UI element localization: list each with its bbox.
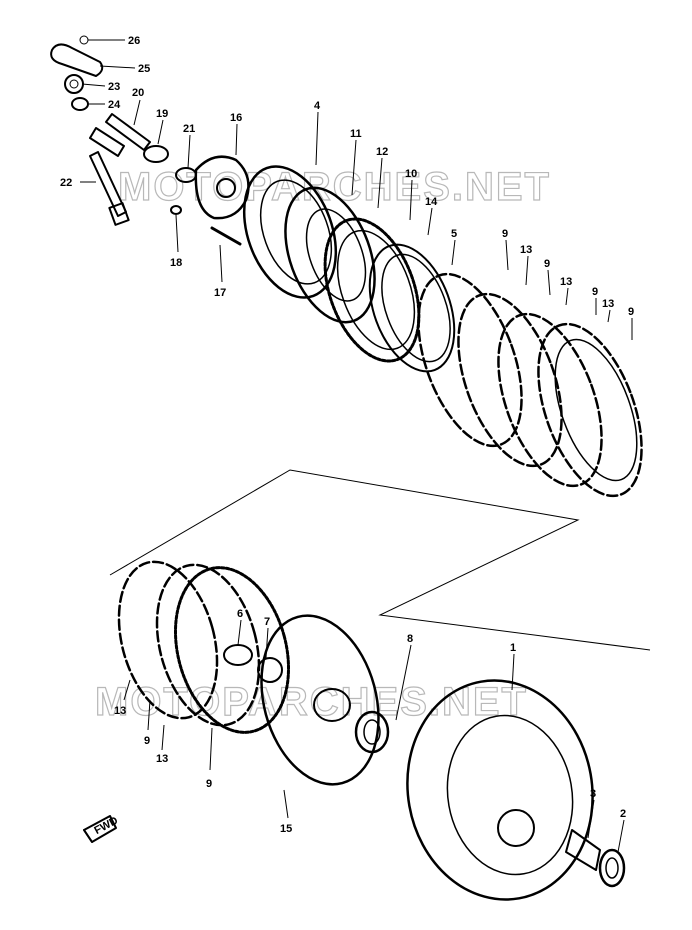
- friction-plate-stack: [417, 272, 643, 498]
- clutch-sleeve-hub: [260, 614, 380, 786]
- callout-5: 5: [451, 228, 457, 240]
- section-divider: [109, 469, 651, 651]
- washer-2: [598, 848, 626, 888]
- callout-26: 26: [128, 35, 140, 47]
- callout-9-c: 9: [592, 286, 598, 298]
- callout-17: 17: [214, 287, 226, 299]
- callout-9-a: 9: [502, 228, 508, 240]
- spacer-3: [565, 829, 601, 871]
- callout-7: 7: [264, 616, 270, 628]
- callout-25: 25: [138, 63, 150, 75]
- release-lever-group: [50, 35, 104, 111]
- thrust-washer: [368, 243, 456, 373]
- callout-3: 3: [590, 788, 596, 800]
- callout-9-d: 9: [628, 306, 634, 318]
- callout-9-f: 9: [206, 778, 212, 790]
- fwd-arrow-icon: [83, 815, 117, 843]
- pushrod-group: [89, 113, 197, 226]
- callout-9-e: 9: [144, 735, 150, 747]
- callout-19: 19: [156, 108, 168, 120]
- callout-1: 1: [510, 642, 516, 654]
- callout-21: 21: [183, 123, 195, 135]
- callout-12: 12: [376, 146, 388, 158]
- callout-18: 18: [170, 257, 182, 269]
- callout-13-b: 13: [560, 276, 572, 288]
- pressure-plate: [242, 165, 338, 299]
- callout-20: 20: [132, 87, 144, 99]
- lower-plate-stack: [117, 560, 291, 734]
- callout-4: 4: [314, 100, 321, 112]
- leader-lines: [80, 39, 633, 853]
- callout-13-a: 13: [520, 244, 532, 256]
- needle-bearing-ring: [323, 217, 421, 363]
- callout-14: 14: [425, 196, 438, 208]
- callout-23: 23: [108, 81, 120, 93]
- callout-24: 24: [108, 99, 121, 111]
- callout-9-b: 9: [544, 258, 550, 270]
- watermark-bottom: MOTOPARCHES.NET: [95, 680, 528, 724]
- callout-15: 15: [280, 823, 292, 835]
- callout-11: 11: [350, 128, 362, 140]
- thrust-washer-8: [354, 710, 390, 754]
- callout-13-e: 13: [156, 753, 168, 765]
- callout-6: 6: [237, 608, 243, 620]
- callout-13-d: 13: [114, 705, 126, 717]
- primary-driven-gear-housing: [406, 679, 594, 901]
- callout-10: 10: [405, 168, 417, 180]
- callout-13-c: 13: [602, 298, 614, 310]
- watermark-top: MOTOPARCHES.NET: [118, 165, 551, 209]
- callout-8: 8: [407, 633, 413, 645]
- callout-16: 16: [230, 112, 242, 124]
- callout-22: 22: [60, 177, 72, 189]
- clutch-spring-plate: [284, 186, 376, 324]
- callout-labels: 26 25 23 24 20 19 21 16 4 11 12 10 14 5 …: [60, 35, 634, 835]
- callout-2: 2: [620, 808, 626, 820]
